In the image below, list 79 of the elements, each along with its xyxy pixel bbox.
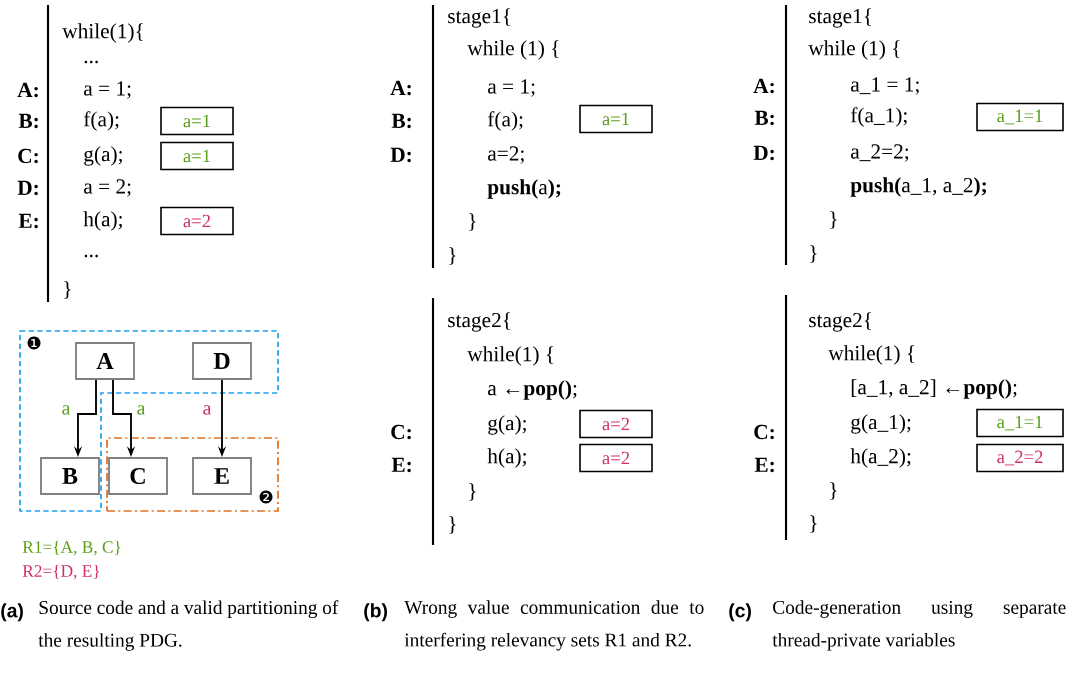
code-line: g(a); <box>84 146 122 166</box>
value-box: a_2=2 <box>976 443 1064 473</box>
code-line: while(1){ <box>62 23 143 43</box>
statement-marker: D: <box>17 180 38 196</box>
subfigure-label: (b) <box>364 603 387 622</box>
code-line: ... <box>84 60 98 64</box>
code-line: } <box>810 515 817 533</box>
code-line: a = 1; <box>488 79 535 97</box>
code-line: f(a); <box>83 111 119 131</box>
code-line: stage1{ <box>448 8 511 28</box>
code-line: } <box>810 245 817 263</box>
code-line: push(a_1, a_2); <box>850 177 986 197</box>
code-line: g(a_1); <box>851 414 911 434</box>
statement-marker: A: <box>753 78 774 94</box>
code-line: push(a); <box>487 179 561 199</box>
statement-marker: D: <box>753 145 774 161</box>
value-box: a=1 <box>160 106 234 136</box>
value-box: a=2 <box>160 206 234 236</box>
value-box: a=1 <box>579 104 653 134</box>
code-line: a_1 = 1; <box>851 77 919 95</box>
code-line: a = 1; <box>84 81 131 99</box>
code-line: [a_1, a_2] ←pop(); <box>851 379 1017 399</box>
value-box: a=2 <box>579 443 653 473</box>
code-line: h(a); <box>83 211 122 231</box>
statement-marker: E: <box>18 213 38 229</box>
statement-marker: A: <box>17 82 38 98</box>
statement-marker: A: <box>390 80 411 96</box>
code-line: a ←pop(); <box>488 380 577 400</box>
code-line: stage2{ <box>448 312 511 332</box>
process-box: B <box>40 457 100 495</box>
edge-label: a <box>135 403 147 417</box>
statement-marker: D: <box>390 147 411 163</box>
code-line: } <box>469 213 476 231</box>
statement-marker: B: <box>754 110 774 126</box>
process-box: A <box>75 342 135 380</box>
relevancy-set: R1={A, B, C} <box>22 540 121 556</box>
code-line: a_2=2; <box>851 144 909 162</box>
subfigure-caption: Source code and a valid partitioning of the resulting PDG. <box>38 600 339 651</box>
code-line: a=2; <box>488 146 524 164</box>
subfigure-caption: Code-generation using separate thread-private variables <box>772 600 1066 651</box>
code-line: f(a_1); <box>850 107 907 127</box>
process-box: D <box>192 342 252 380</box>
code-line: f(a); <box>487 111 523 131</box>
process-box: E <box>192 457 252 495</box>
value-box: a=1 <box>160 141 234 171</box>
code-line: } <box>469 483 476 501</box>
edge-label: a <box>60 403 72 417</box>
code-line: while(1) { <box>828 345 915 365</box>
code-line: while (1) { <box>467 40 559 60</box>
statement-marker: B: <box>391 113 411 129</box>
code-line: } <box>830 482 837 500</box>
value-box: a_1=1 <box>976 408 1064 438</box>
code-line: h(a_2); <box>850 448 911 468</box>
code-line: ... <box>84 254 98 258</box>
subfigure-label: (c) <box>729 603 751 622</box>
value-box: a_1=1 <box>976 102 1064 132</box>
code-line: stage2{ <box>809 312 872 332</box>
code-line: } <box>64 281 71 299</box>
code-line: } <box>449 247 456 265</box>
statement-marker: E: <box>754 457 774 473</box>
code-line: } <box>449 516 456 534</box>
process-box: C <box>108 457 168 495</box>
subfigure-caption: Wrong value communication due to interfering relevancy sets R1 and R2. <box>404 600 704 651</box>
statement-marker: B: <box>18 113 38 129</box>
code-line: a = 2; <box>84 179 131 197</box>
value-box: a=2 <box>579 409 653 439</box>
code-line: g(a); <box>488 415 526 435</box>
statement-marker: C: <box>18 148 38 164</box>
relevancy-set: R2={D, E} <box>22 564 100 580</box>
statement-marker: C: <box>754 424 774 440</box>
code-line: h(a); <box>487 448 526 468</box>
code-line: while(1) { <box>467 346 554 366</box>
statement-marker: E: <box>391 457 411 473</box>
code-line: while (1) { <box>808 40 900 60</box>
code-line: } <box>830 211 837 229</box>
edge-label: a <box>201 403 213 417</box>
statement-marker: C: <box>391 424 411 440</box>
subfigure-label: (a) <box>1 603 23 622</box>
code-line: stage1{ <box>809 8 872 28</box>
